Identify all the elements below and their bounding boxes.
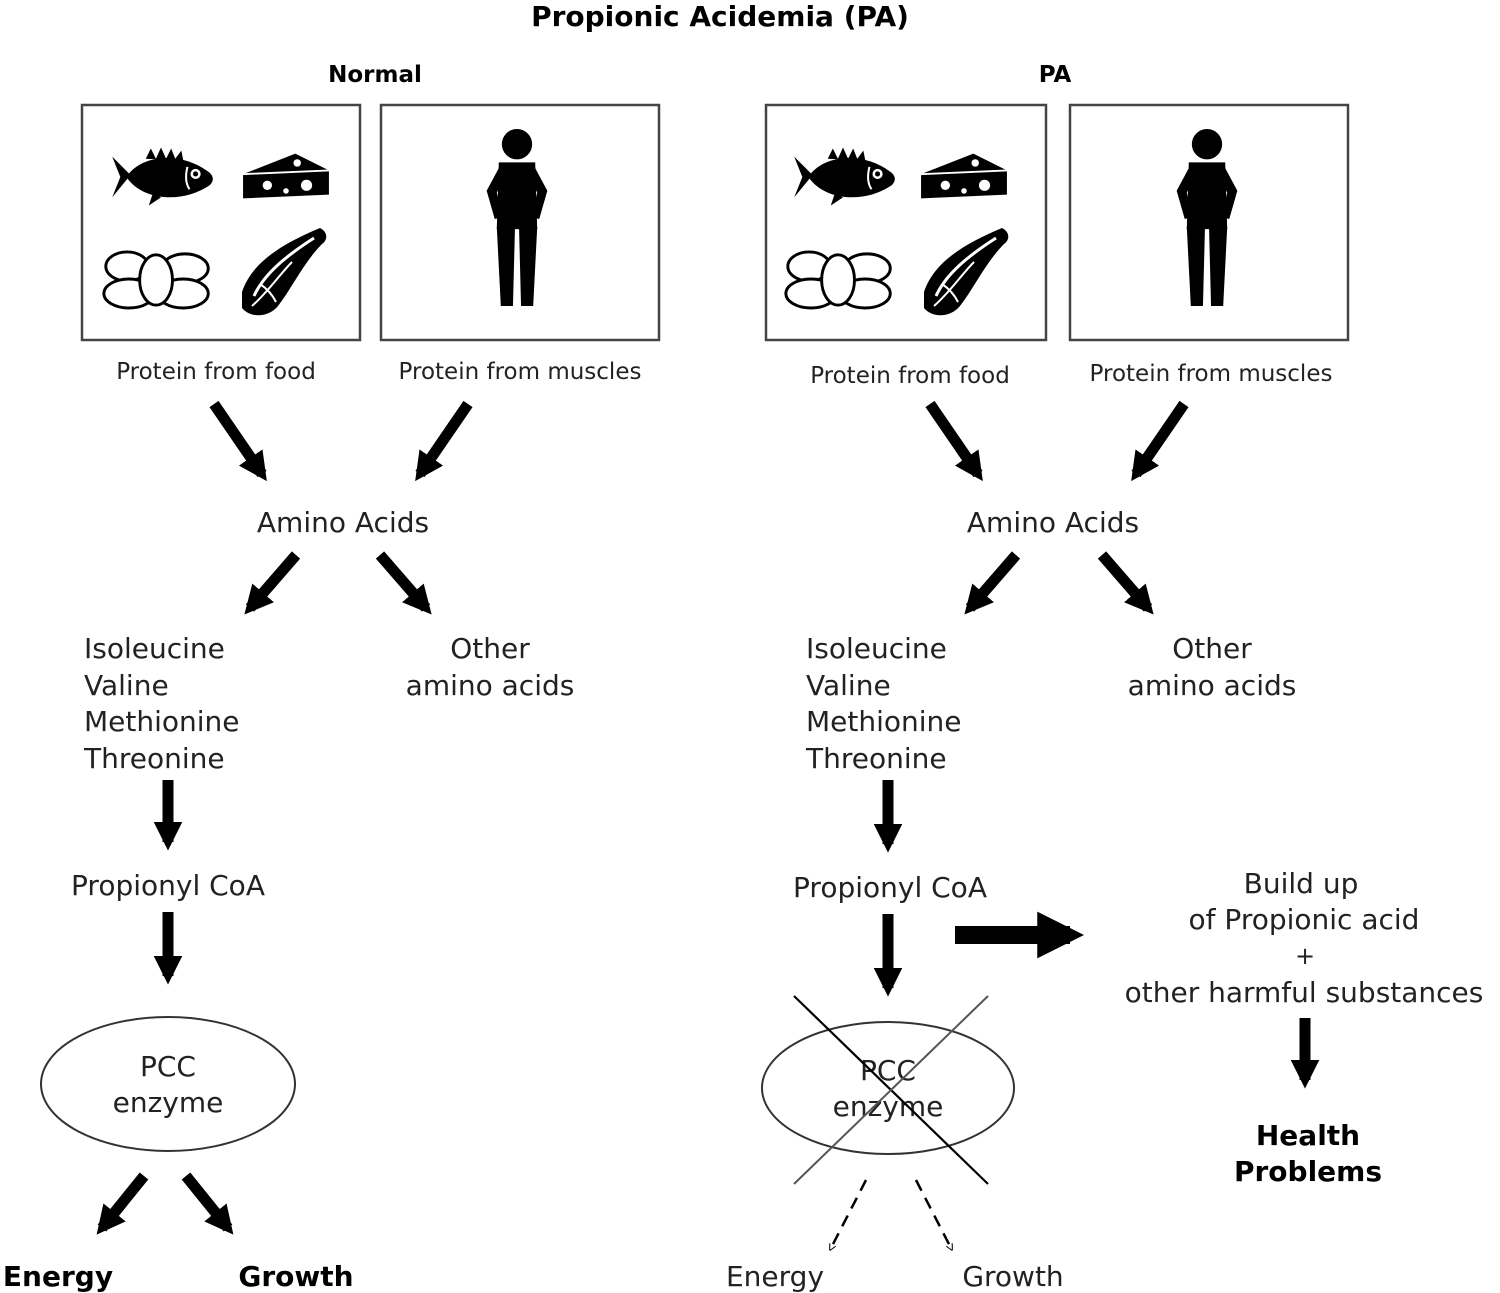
pa-pcc-enzyme — [761, 1021, 1015, 1155]
pa-growth: Growth — [962, 1260, 1063, 1293]
pa-food-caption: Protein from food — [810, 363, 1010, 389]
buildup-line2: of Propionic acid — [1189, 903, 1420, 936]
arrow-amino-to-branch — [244, 551, 301, 615]
pa-energy: Energy — [726, 1260, 824, 1293]
pa-enzyme-line2: enzyme — [833, 1090, 944, 1123]
health-line1: Health — [1256, 1119, 1360, 1152]
cheese-icon — [920, 152, 1008, 200]
health-line2: Problems — [1234, 1155, 1382, 1188]
enzyme-cross-out — [793, 995, 989, 1185]
pa-amino-list-item: Valine — [806, 669, 891, 702]
pa-panel: PA Protein from food Protein from muscle… — [726, 62, 1483, 1293]
pa-other-line1: Other — [1172, 632, 1252, 665]
arrow-muscle-to-amino — [1131, 400, 1189, 482]
arrow-food-to-amino — [209, 400, 267, 482]
normal-amino-acids: Amino Acids — [257, 506, 429, 539]
normal-amino-list-item: Threonine — [83, 742, 225, 775]
arrow-enzyme-to-energy — [96, 1172, 149, 1235]
person-icon — [486, 129, 548, 306]
pa-other-line2: amino acids — [1128, 669, 1297, 702]
pa-amino-acids: Amino Acids — [967, 506, 1139, 539]
fish-icon — [111, 146, 214, 207]
normal-food-caption: Protein from food — [116, 359, 316, 385]
pa-amino-list-item: Methionine — [806, 705, 962, 738]
meat-icon — [922, 226, 1010, 317]
person-icon — [1176, 129, 1238, 306]
pa-amino-list-item: Isoleucine — [806, 632, 947, 665]
arrow-amino-to-other — [375, 551, 432, 615]
pa-muscle-caption: Protein from muscles — [1090, 361, 1333, 387]
arrow-muscle-to-amino — [415, 400, 473, 482]
eggs-icon — [784, 250, 892, 310]
normal-growth: Growth — [238, 1260, 353, 1293]
normal-panel: Normal Protein from food Protein from mu… — [3, 62, 661, 1293]
normal-muscle-caption: Protein from muscles — [399, 359, 642, 385]
pa-propionyl: Propionyl CoA — [793, 871, 987, 904]
eggs-icon — [102, 250, 210, 310]
pa-enzyme-line1: PCC — [860, 1054, 916, 1087]
normal-enzyme-line2: enzyme — [113, 1086, 224, 1119]
dashed-arrow-to-energy — [828, 1179, 868, 1250]
buildup-line3: other harmful substances — [1125, 976, 1484, 1009]
dashed-arrow-to-growth — [914, 1179, 954, 1250]
normal-food-box — [80, 103, 362, 342]
pa-amino-list-item: Threonine — [805, 742, 947, 775]
normal-other-line1: Other — [450, 632, 530, 665]
arrow-amino-to-branch — [964, 551, 1021, 615]
diagram-title: Propionic Acidemia (PA) — [531, 0, 909, 33]
pa-muscle-box — [1068, 103, 1350, 342]
fish-icon — [793, 146, 896, 207]
normal-amino-list-item: Methionine — [84, 705, 240, 738]
cheese-icon — [242, 152, 330, 200]
normal-amino-list-item: Valine — [84, 669, 169, 702]
normal-amino-list-item: Isoleucine — [84, 632, 225, 665]
normal-heading: Normal — [328, 62, 422, 88]
pa-food-box — [764, 103, 1048, 342]
normal-propionyl: Propionyl CoA — [71, 869, 265, 902]
normal-enzyme-line1: PCC — [140, 1050, 196, 1083]
arrow-enzyme-to-growth — [181, 1172, 234, 1235]
normal-other-line2: amino acids — [406, 669, 575, 702]
normal-muscle-box — [379, 103, 661, 342]
pa-heading: PA — [1039, 62, 1072, 88]
normal-energy: Energy — [3, 1260, 113, 1293]
arrow-food-to-amino — [925, 400, 983, 482]
buildup-plus: + — [1295, 942, 1315, 970]
buildup-line1: Build up — [1244, 867, 1359, 900]
normal-pcc-enzyme — [40, 1016, 296, 1152]
meat-icon — [240, 226, 328, 317]
arrow-amino-to-other — [1097, 551, 1154, 615]
